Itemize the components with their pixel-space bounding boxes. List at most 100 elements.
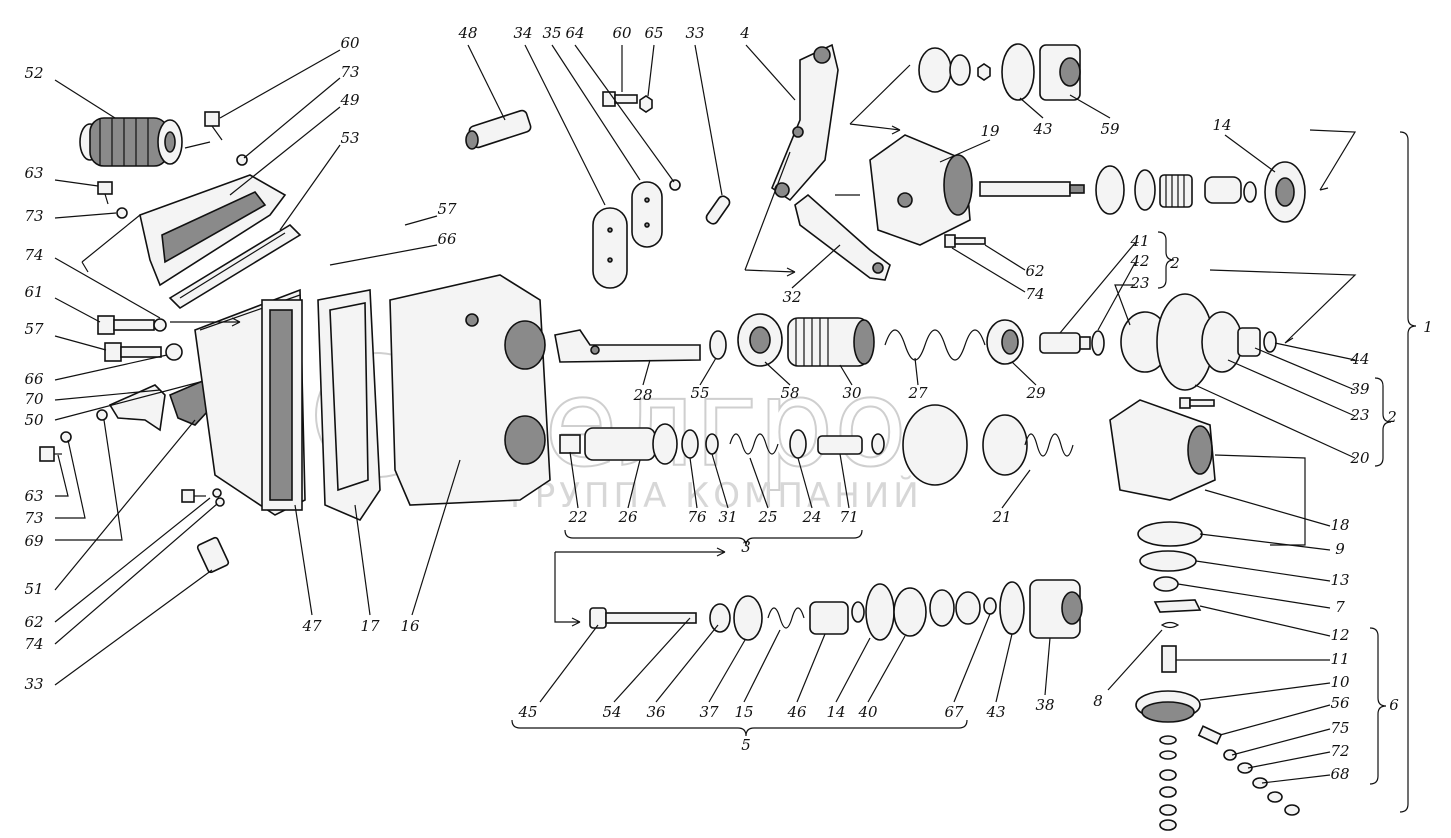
pin-part-33-top	[705, 195, 731, 225]
part-label-l57b: 57	[24, 320, 44, 338]
right-column-stack	[1135, 521, 1300, 831]
part-label-l75: 75	[1330, 719, 1349, 737]
spring-part-25	[729, 429, 807, 459]
part-label-l36: 36	[646, 703, 666, 721]
part-label-l3: 3	[741, 538, 751, 556]
part-label-l33b: 33	[685, 24, 704, 42]
rod-and-stack-top	[979, 161, 1306, 223]
part-label-l23b: 23	[1349, 406, 1369, 424]
part-label-l52: 52	[24, 64, 43, 82]
part-label-l2a: 2	[1169, 254, 1180, 272]
part-label-l2b: 2	[1386, 408, 1397, 426]
part-label-l4: 4	[739, 24, 750, 42]
part-label-l18: 18	[1330, 516, 1349, 534]
part-label-l69: 69	[24, 532, 44, 550]
part-label-l76: 76	[687, 508, 707, 526]
part-label-l38: 38	[1035, 696, 1054, 714]
part-label-l31: 31	[718, 508, 737, 526]
part-label-l74a: 74	[24, 246, 43, 264]
part-label-l14b: 14	[826, 703, 845, 721]
part-label-l7: 7	[1335, 598, 1345, 616]
part-label-l19: 19	[980, 122, 1000, 140]
part-label-l68: 68	[1330, 765, 1349, 783]
housing-plate-part-47	[194, 288, 306, 516]
part-label-l37: 37	[699, 703, 719, 721]
part-label-l66b: 66	[24, 370, 44, 388]
part-label-l73b: 73	[24, 207, 43, 225]
part-label-l62a: 62	[24, 613, 43, 631]
part-label-l48: 48	[457, 24, 477, 42]
part-label-l73c: 73	[24, 509, 43, 527]
watermark-subtitle: ГРУППА КОМПАНИЙ	[510, 475, 923, 516]
part-label-l16: 16	[400, 617, 420, 635]
diaphragm-part-21	[902, 404, 1074, 486]
part-label-l24: 24	[801, 508, 821, 526]
bracket-part-50	[108, 378, 220, 432]
valve-part-71	[817, 433, 885, 455]
seal-part-42	[1091, 330, 1105, 356]
part-label-l51: 51	[24, 580, 43, 598]
part-label-l26: 26	[617, 508, 638, 526]
part-label-l28: 28	[632, 386, 652, 404]
part-label-l60a: 60	[340, 34, 360, 52]
housing-part-18	[1109, 397, 1216, 501]
lever-part-4	[771, 43, 839, 202]
part-label-l35: 35	[542, 24, 561, 42]
part-label-l45: 45	[517, 703, 537, 721]
part-label-l74b: 74	[24, 635, 43, 653]
part-label-l58: 58	[780, 384, 799, 402]
part-label-l49: 49	[339, 91, 360, 109]
spring-part-27	[884, 329, 986, 361]
part-label-l1: 1	[1423, 318, 1433, 336]
part-label-l20: 20	[1349, 449, 1370, 467]
part-label-l27: 27	[907, 384, 928, 402]
part-label-l60b: 60	[612, 24, 632, 42]
gasket-part-53	[168, 223, 302, 310]
part-label-l65: 65	[644, 24, 663, 42]
part-label-l33a: 33	[24, 675, 43, 693]
part-label-l63a: 63	[24, 164, 43, 182]
part-label-l29: 29	[1025, 384, 1046, 402]
part-label-l42: 42	[1129, 252, 1149, 270]
part-label-l62b: 62	[1025, 262, 1044, 280]
bottom-stack	[709, 579, 1083, 641]
part-label-l10: 10	[1330, 673, 1350, 691]
part-label-l57a: 57	[437, 200, 457, 218]
fork-part-32	[794, 193, 891, 281]
part-label-l15: 15	[734, 703, 753, 721]
part-label-l22: 22	[567, 508, 587, 526]
part-label-l53: 53	[340, 129, 359, 147]
leader-lines	[54, 44, 1417, 813]
part-label-l50: 50	[24, 411, 44, 429]
part-label-l21: 21	[991, 508, 1011, 526]
part-label-l71: 71	[839, 508, 858, 526]
part-label-l23a: 23	[1129, 274, 1149, 292]
part-label-l32: 32	[782, 288, 801, 306]
part-label-l39: 39	[1350, 380, 1370, 398]
part-label-l25: 25	[757, 508, 777, 526]
part-label-l40: 40	[857, 703, 878, 721]
bellows-part-52	[79, 117, 183, 167]
part-label-l59: 59	[1100, 120, 1120, 138]
part-label-l54: 54	[602, 703, 621, 721]
part-label-l67: 67	[944, 703, 964, 721]
cup-part-29	[986, 319, 1024, 365]
part-label-l14a: 14	[1212, 116, 1231, 134]
part-label-l74c: 74	[1025, 285, 1044, 303]
nut-part-58	[737, 313, 783, 367]
part-label-l46: 46	[786, 703, 807, 721]
shaft-part-28	[554, 329, 727, 363]
part-label-l55: 55	[690, 384, 709, 402]
plug-stack-top	[918, 43, 1081, 248]
part-label-l72: 72	[1330, 742, 1349, 760]
part-label-l43a: 43	[1032, 120, 1052, 138]
part-label-l17: 17	[360, 617, 380, 635]
bolt-parts-left	[39, 111, 248, 574]
bolt-part-45	[589, 607, 697, 629]
part-label-l66a: 66	[437, 230, 457, 248]
part-label-l6: 6	[1389, 696, 1399, 714]
part-label-l63b: 63	[24, 487, 43, 505]
valve-body-part-19	[869, 134, 973, 246]
